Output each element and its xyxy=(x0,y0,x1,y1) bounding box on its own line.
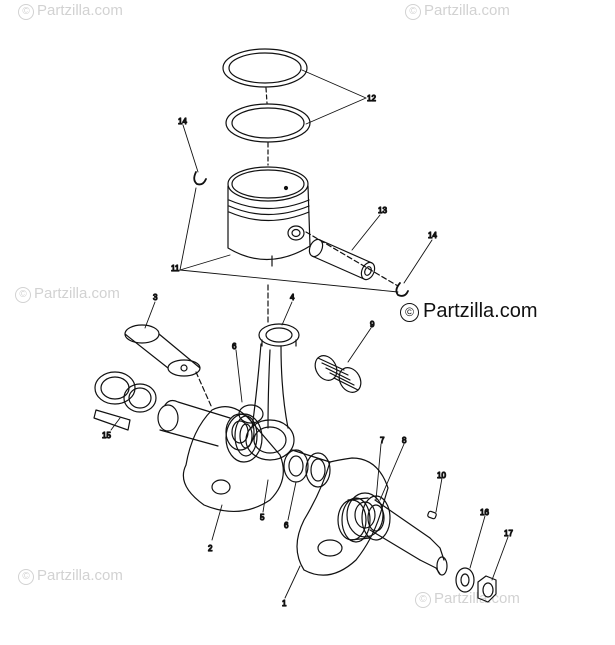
centerline-pin xyxy=(305,231,399,287)
piston-ring-upper xyxy=(222,48,308,88)
crank-pin-shaft xyxy=(291,449,331,463)
callout-11: 11 xyxy=(171,264,180,273)
callout-3: 3 xyxy=(153,293,158,302)
callout-2: 2 xyxy=(208,544,213,553)
callout-5: 5 xyxy=(260,513,265,522)
callout-7: 7 xyxy=(380,436,385,445)
callout-6-lower: 6 xyxy=(284,521,289,530)
watermark-bottom-left: ©Partzilla.com xyxy=(18,567,123,585)
watermark-top-left: ©Partzilla.com xyxy=(18,2,123,20)
watermark-mid-left: ©Partzilla.com xyxy=(15,285,120,303)
connecting-rod xyxy=(245,323,300,461)
callout-1: 1 xyxy=(282,599,287,608)
main-bearing xyxy=(341,495,391,543)
callout-9: 9 xyxy=(370,320,375,329)
callout-12: 12 xyxy=(367,94,376,103)
callout-4: 4 xyxy=(290,293,295,302)
watermark-main: ©Partzilla.com xyxy=(400,300,537,323)
crank-pin xyxy=(124,324,201,377)
crank-half-left xyxy=(157,399,284,513)
callout-6-upper: 6 xyxy=(232,342,237,351)
watermark-top-right: ©Partzilla.com xyxy=(405,2,510,20)
circlip-right xyxy=(395,282,409,297)
callout-13: 13 xyxy=(378,206,387,215)
piston xyxy=(227,166,311,267)
piston-pin xyxy=(308,238,376,281)
needle-bearing xyxy=(314,355,362,393)
callout-14-right: 14 xyxy=(428,231,437,240)
callout-15: 15 xyxy=(102,431,111,440)
callout-10: 10 xyxy=(437,471,446,480)
circlip-left xyxy=(193,171,207,186)
callout-16: 16 xyxy=(480,508,489,517)
nut xyxy=(477,575,497,603)
centerline-rings xyxy=(265,87,268,104)
piston-ring-lower xyxy=(225,103,311,143)
callout-14-top: 14 xyxy=(178,117,187,126)
callout-8: 8 xyxy=(402,436,407,445)
callout-17: 17 xyxy=(504,529,513,538)
thrust-washer-left xyxy=(234,415,258,457)
washer xyxy=(455,567,475,593)
centerline-crank-pin xyxy=(195,371,213,409)
leader-lines xyxy=(110,69,509,599)
crank-half-right xyxy=(296,457,448,576)
woodruff-key xyxy=(427,510,437,520)
thrust-washer-right xyxy=(283,449,331,488)
seal-pair xyxy=(93,371,157,431)
watermark-bottom-right: ©Partzilla.com xyxy=(415,590,520,608)
